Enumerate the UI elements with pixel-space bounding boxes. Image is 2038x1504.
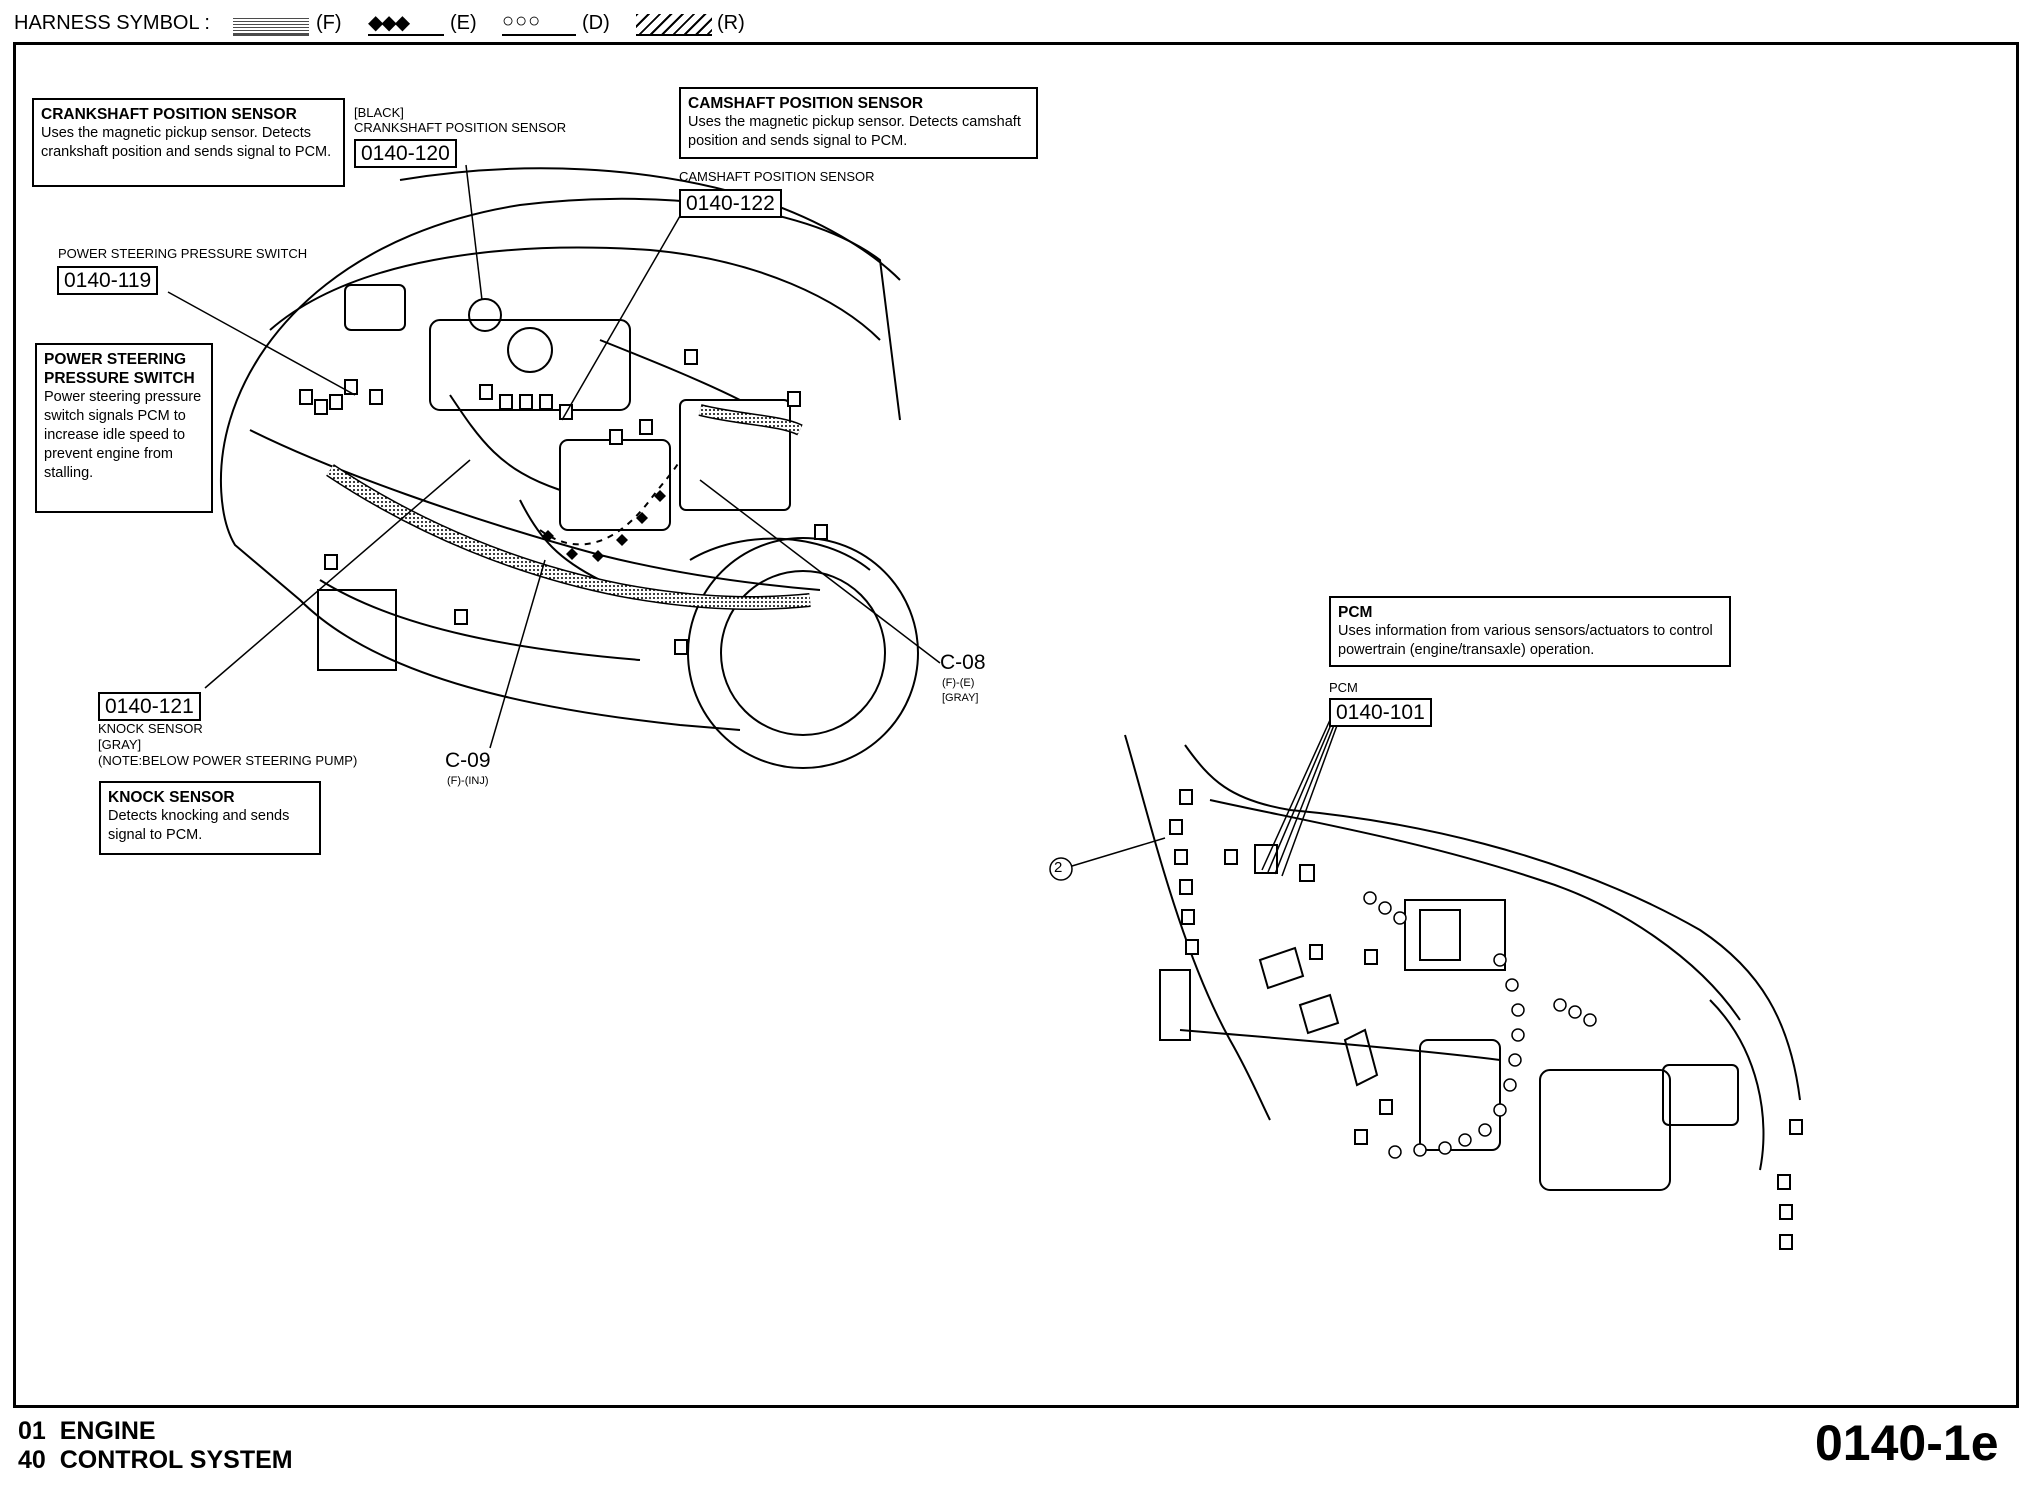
pcm-description-text: Uses information from various sensors/ac…	[1338, 623, 1713, 658]
knock-location-note: (NOTE:BELOW POWER STEERING PUMP)	[98, 753, 358, 768]
camshaft-code-box[interactable]: 0140-122	[679, 189, 782, 218]
harness-d-symbol: ○○○	[502, 10, 542, 32]
knock-description-box: KNOCK SENSOR Detects knocking and sends …	[99, 781, 321, 855]
connector-c09-id: C-09	[445, 749, 491, 772]
harness-e-label: (E)	[450, 12, 477, 34]
harness-f-label: (F)	[316, 12, 342, 34]
knock-code-box[interactable]: 0140-121	[98, 692, 201, 721]
crankshaft-sensor-label: CRANKSHAFT POSITION SENSOR	[354, 120, 567, 135]
connector-c08-color: [GRAY]	[942, 692, 979, 704]
crankshaft-color-note: [BLACK]	[354, 105, 404, 120]
footer-section-2-title: CONTROL SYSTEM	[59, 1446, 293, 1474]
ps-switch-description-title: POWER STEERING PRESSURE SWITCH	[44, 351, 195, 387]
harness-d-label: (D)	[582, 12, 610, 34]
callout-number: 2	[1054, 859, 1063, 876]
knock-color-note: [GRAY]	[98, 737, 142, 752]
camshaft-description-text: Uses the magnetic pickup sensor. Detects…	[688, 114, 1021, 149]
footer-section-1: 01 ENGINE	[18, 1417, 156, 1445]
camshaft-sensor-label: CAMSHAFT POSITION SENSOR	[679, 169, 875, 184]
connector-c08-type: (F)-(E)	[942, 677, 975, 689]
ps-switch-label: POWER STEERING PRESSURE SWITCH	[58, 246, 308, 261]
crankshaft-description-title: CRANKSHAFT POSITION SENSOR	[41, 106, 297, 123]
footer-section-1-title: ENGINE	[59, 1417, 156, 1445]
ps-switch-code-box[interactable]: 0140-119	[57, 266, 159, 295]
diagram-frame	[13, 42, 2019, 1408]
camshaft-description-title: CAMSHAFT POSITION SENSOR	[688, 95, 924, 112]
connector-c09-type: (F)-(INJ)	[447, 775, 489, 787]
dashboard-drawing	[1124, 734, 1801, 1191]
harness-f-symbol	[233, 16, 309, 36]
footer-section-2: 40 CONTROL SYSTEM	[18, 1446, 293, 1474]
harness-d-underline	[502, 34, 576, 36]
harness-e-symbol: ◆◆◆	[368, 12, 410, 34]
harness-r-symbol	[636, 14, 712, 36]
pcm-label: PCM	[1329, 680, 1358, 695]
footer-section-1-number: 01	[18, 1417, 46, 1445]
callout-circle	[1049, 857, 1073, 881]
crankshaft-description-box: CRANKSHAFT POSITION SENSOR Uses the magn…	[32, 98, 345, 187]
harness-r-label: (R)	[717, 12, 745, 34]
crankshaft-code-box[interactable]: 0140-120	[354, 139, 457, 168]
camshaft-description-box: CAMSHAFT POSITION SENSOR Uses the magnet…	[679, 87, 1038, 159]
pcm-code-box[interactable]: 0140-101	[1329, 698, 1432, 727]
engine-bay-drawing	[219, 167, 919, 769]
knock-description-title: KNOCK SENSOR	[108, 789, 235, 806]
footer-section-2-number: 40	[18, 1446, 46, 1474]
knock-sensor-label: KNOCK SENSOR	[98, 721, 203, 736]
ps-switch-description-text: Power steering pressure switch signals P…	[44, 389, 202, 481]
page-code: 0140-1e	[1815, 1415, 1999, 1471]
pcm-description-box: PCM Uses information from various sensor…	[1329, 596, 1731, 667]
crankshaft-description-text: Uses the magnetic pickup sensor. Detects…	[41, 125, 332, 160]
knock-description-text: Detects knocking and sends signal to PCM…	[108, 808, 290, 843]
ps-switch-description-box: POWER STEERING PRESSURE SWITCH Power ste…	[35, 343, 213, 513]
connector-c08-id: C-08	[940, 651, 986, 674]
harness-e-underline	[368, 34, 444, 36]
harness-symbol-label: HARNESS SYMBOL :	[14, 12, 210, 34]
pcm-description-title: PCM	[1338, 604, 1373, 621]
